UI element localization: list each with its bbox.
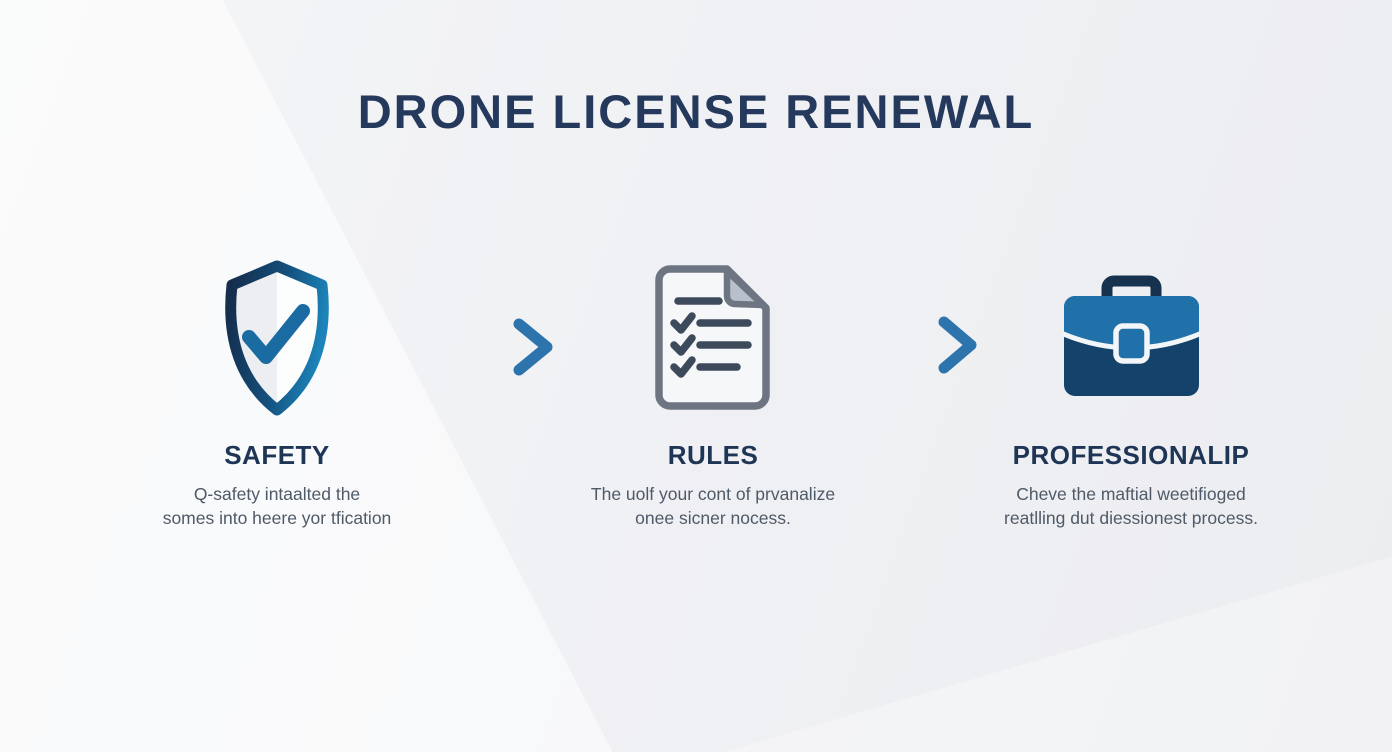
arrow-right-icon bbox=[398, 315, 556, 384]
step-description-line: somes into heere yor tfication bbox=[162, 507, 392, 528]
step-description-line: Cheve the maftial weetifioged bbox=[1016, 484, 1246, 504]
step-heading-professionalip: PROFESSIONALIP bbox=[1012, 440, 1250, 470]
step-description-safety: Q-safety intaalted the somes into heere … bbox=[97, 483, 457, 530]
step-heading-rules: RULES bbox=[667, 440, 759, 470]
step-safety: SAFETY Q-safety intaalted the somes into… bbox=[97, 252, 457, 530]
briefcase-icon bbox=[951, 252, 1311, 424]
step-professionalip: PROFESSIONALIP Cheve the maftial weetifi… bbox=[951, 252, 1311, 530]
step-description-line: reatlling dut diessionest process. bbox=[1004, 507, 1258, 528]
step-rules: RULES The uolf your cont of prvanalize o… bbox=[533, 252, 893, 530]
step-description-rules: The uolf your cont of prvanalize onee si… bbox=[533, 483, 893, 530]
checklist-document-icon bbox=[533, 252, 893, 424]
arrow-right-icon bbox=[838, 313, 978, 382]
step-heading-safety: SAFETY bbox=[224, 440, 330, 470]
step-description-line: onee sicner nocess. bbox=[635, 507, 791, 528]
shield-check-icon bbox=[97, 252, 457, 424]
step-description-line: Q-safety intaalted the bbox=[193, 484, 361, 504]
step-description-professionalip: Cheve the maftial weetifioged reatlling … bbox=[951, 483, 1311, 530]
step-description-line: The uolf your cont of prvanalize bbox=[590, 484, 836, 504]
page-title: DRONE LICENSE RENEWAL bbox=[357, 85, 1035, 138]
